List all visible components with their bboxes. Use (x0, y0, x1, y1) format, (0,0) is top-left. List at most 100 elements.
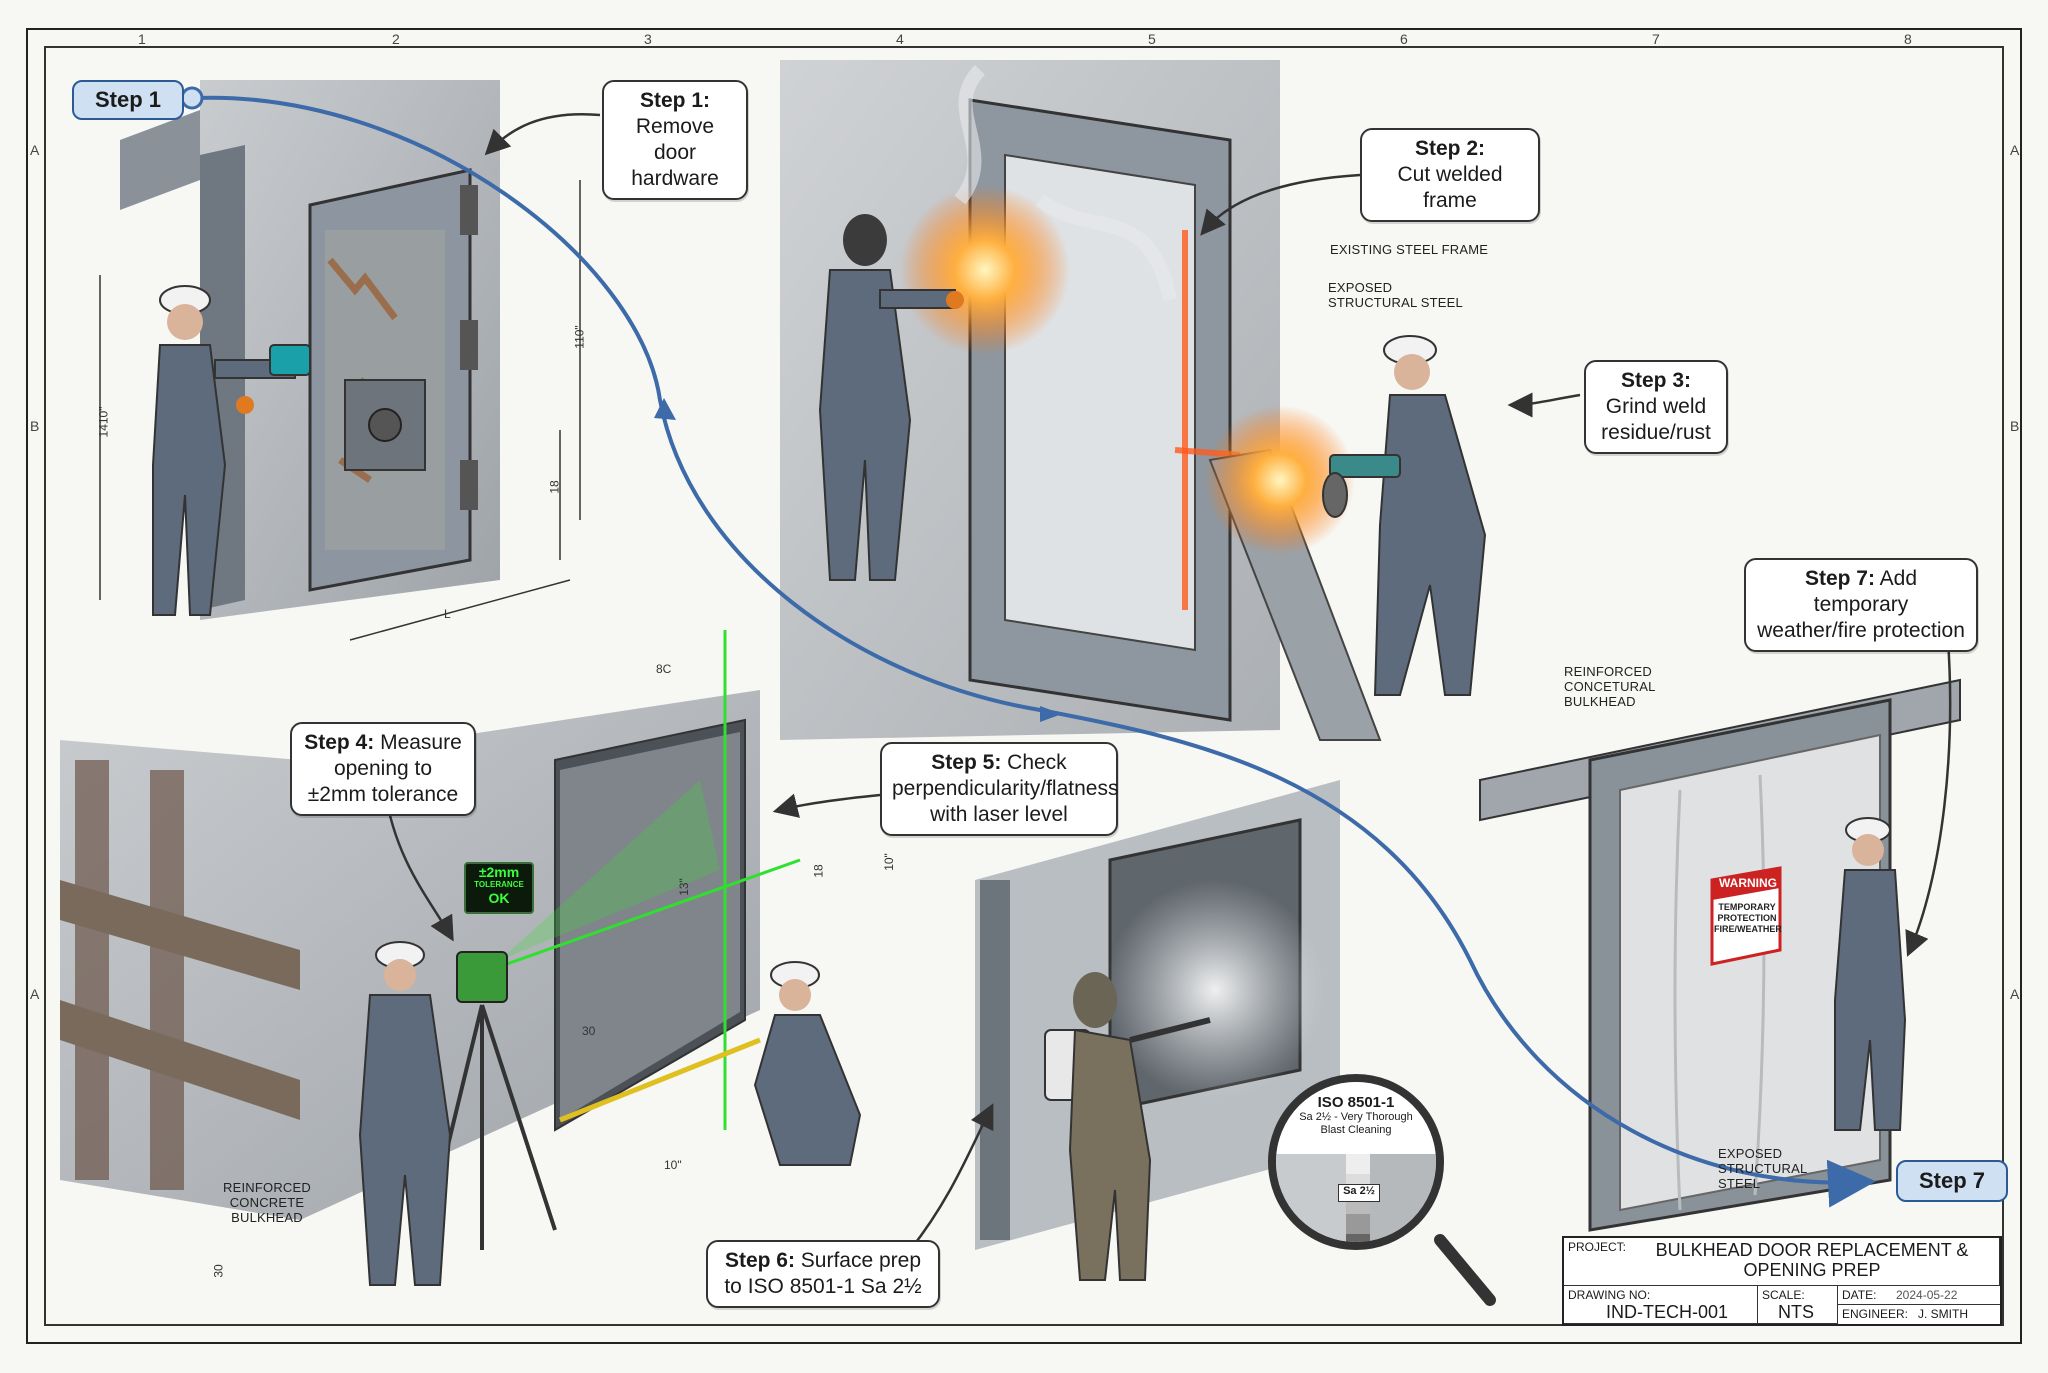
iso-inset-title: ISO 8501-1 (1317, 1094, 1395, 1111)
zone-row-c-left: A (30, 986, 40, 1002)
title-block: PROJECT: BULKHEAD DOOR REPLACEMENT & OPE… (1562, 1236, 2002, 1326)
worker-blasting (1044, 972, 1211, 1281)
dim-sill-width: 10" (664, 1158, 682, 1172)
dim-right-b: 10" (881, 853, 896, 871)
laser-level-display: ±2mm TOLERANCE OK (464, 862, 534, 914)
zone-row-a-left: A (30, 142, 40, 158)
note-bulkhead-right: REINFORCED CONCETURAL BULKHEAD (1564, 664, 1656, 709)
laser-display-value: ±2mm (478, 864, 520, 880)
dim-door-height: 1410" (96, 406, 111, 438)
scene-measure-and-laser (60, 630, 862, 1286)
date-label: DATE: (1842, 1288, 1877, 1302)
callout-step-3-text: Grind weld residue/rust (1601, 395, 1711, 444)
dim-opening-width: 8C (656, 662, 672, 676)
iso-inset-header: ISO 8501-1 Sa 2½ - Very Thorough Blast C… (1276, 1082, 1436, 1156)
laser-display-status: OK (488, 890, 510, 906)
callout-step-7: Step 7: Add temporary weather/fire prote… (1744, 558, 1978, 652)
iso-magnifier-inset: ISO 8501-1 Sa 2½ - Very Thorough Blast C… (1268, 1074, 1444, 1250)
title-block-project: PROJECT: BULKHEAD DOOR REPLACEMENT & OPE… (1564, 1238, 2000, 1286)
zone-col-7: 7 (1652, 31, 1660, 47)
scene-cut-and-grind (780, 60, 1487, 741)
warning-sign-text: TEMPORARY PROTECTION FIRE/WEATHER (1714, 902, 1782, 934)
iso-grade-label: Sa 2½ (1338, 1184, 1380, 1202)
laser-display-label: TOLERANCE (474, 880, 524, 889)
drawing-border-inner (44, 46, 2004, 1326)
zone-col-5: 5 (1148, 31, 1156, 47)
note-exposed-steel-top: EXPOSED STRUCTURAL STEEL (1328, 280, 1463, 310)
zone-col-2: 2 (392, 31, 400, 47)
scale-value: NTS (1778, 1302, 1814, 1322)
worker-drill (152, 285, 311, 616)
flow-end-pill: Step 7 (1896, 1160, 2008, 1202)
zone-col-8: 8 (1904, 31, 1912, 47)
callout-step-1-text: Remove door hardware (631, 115, 719, 190)
note-existing-frame: EXISTING STEEL FRAME (1330, 242, 1489, 257)
zone-col-6: 6 (1400, 31, 1408, 47)
iso-grade-scale (1346, 1154, 1370, 1242)
warning-sign-heading: WARNING (1719, 876, 1777, 890)
drawing-label: DRAWING NO: (1568, 1288, 1651, 1302)
date-value: 2024-05-22 (1896, 1288, 1958, 1302)
callout-step-4: Step 4: Measure opening to ±2mm toleranc… (290, 722, 476, 816)
callout-step-7-text: Add temporary weather/fire protection (1757, 567, 1965, 642)
engineer-label: ENGINEER: (1842, 1307, 1909, 1321)
zone-col-1: 1 (138, 31, 146, 47)
engineer-value: J. SMITH (1918, 1307, 1968, 1321)
note-bulkhead-left: REINFORCED CONCRETE BULKHEAD (223, 1180, 311, 1225)
zone-row-b-left: B (30, 418, 40, 434)
dim-opening-height: 13" (676, 878, 691, 896)
callout-step-3: Step 3: Grind weld residue/rust (1584, 360, 1728, 454)
iso-sample-after (1370, 1154, 1436, 1242)
worker-measuring (753, 961, 862, 1166)
drawing-value: IND-TECH-001 (1606, 1302, 1729, 1322)
callout-step-3-number: Step 3: (1620, 369, 1691, 392)
callout-step-6-text: Surface prep to ISO 8501-1 Sa 2½ (724, 1249, 922, 1298)
title-block-date: DATE: 2024-05-22 (1838, 1286, 2000, 1305)
title-block-engineer: ENGINEER: J. SMITH (1838, 1305, 2000, 1324)
zone-row-b-right: B (2010, 418, 2020, 434)
zone-col-4: 4 (896, 31, 904, 47)
callout-step-1: Step 1: Remove door hardware (602, 80, 748, 200)
project-label: PROJECT: (1568, 1240, 1627, 1254)
iso-sample-before (1276, 1154, 1346, 1242)
dim-door-width: L (444, 607, 451, 621)
zone-col-3: 3 (644, 31, 652, 47)
zone-row-c-right: A (2010, 986, 2020, 1002)
dim-lower-height: 18 (547, 480, 562, 494)
dim-right-a: 18 (811, 864, 826, 878)
worker-grinding (1322, 335, 1487, 696)
worker-laser (358, 941, 452, 1286)
process-flow-arrow (194, 95, 1876, 1208)
warning-sign (1710, 866, 1782, 966)
scene-surface-prep (975, 780, 1340, 1281)
dim-sill-offset: 30 (582, 1024, 596, 1038)
worker-installing (1834, 817, 1907, 1131)
callout-step-5: Step 5: Check perpendicularity/flatness … (880, 742, 1118, 836)
callout-step-6: Step 6: Surface prep to ISO 8501-1 Sa 2½ (706, 1240, 940, 1308)
callout-step-2-number: Step 2: (1414, 137, 1485, 160)
title-block-scale: SCALE: NTS (1758, 1286, 1838, 1324)
callout-step-5-text: Check perpendicularity/flatness with las… (892, 751, 1119, 826)
flow-start-pill: Step 1 (72, 80, 184, 120)
note-exposed-steel-bottom: EXPOSED STRUCTURAL STEEL (1718, 1146, 1807, 1191)
dim-frame-height: 110" (572, 325, 587, 349)
worker-cutting (818, 214, 964, 581)
scene-temporary-protection (1479, 678, 1961, 1232)
iso-inset-subtitle: Sa 2½ - Very Thorough Blast Cleaning (1299, 1111, 1413, 1136)
drawing-border-outer (26, 28, 2022, 1344)
dim-base: 30 (211, 1264, 226, 1278)
callout-step-2-text: Cut welded frame (1397, 163, 1503, 212)
zone-row-a-right: A (2010, 142, 2020, 158)
callout-step-6-number: Step 6: (724, 1249, 795, 1272)
callout-step-5-number: Step 5: (931, 751, 1002, 774)
callout-step-1-number: Step 1: (639, 89, 710, 112)
title-block-drawing: DRAWING NO: IND-TECH-001 (1564, 1286, 1758, 1324)
project-value: BULKHEAD DOOR REPLACEMENT & OPENING PREP (1655, 1240, 1969, 1280)
callout-step-7-number: Step 7: (1804, 567, 1875, 590)
callout-step-2: Step 2: Cut welded frame (1360, 128, 1540, 222)
scene-remove-hardware (99, 80, 581, 641)
callout-step-4-number: Step 4: (304, 731, 375, 754)
callout-step-4-text: Measure opening to ±2mm tolerance (307, 731, 462, 806)
